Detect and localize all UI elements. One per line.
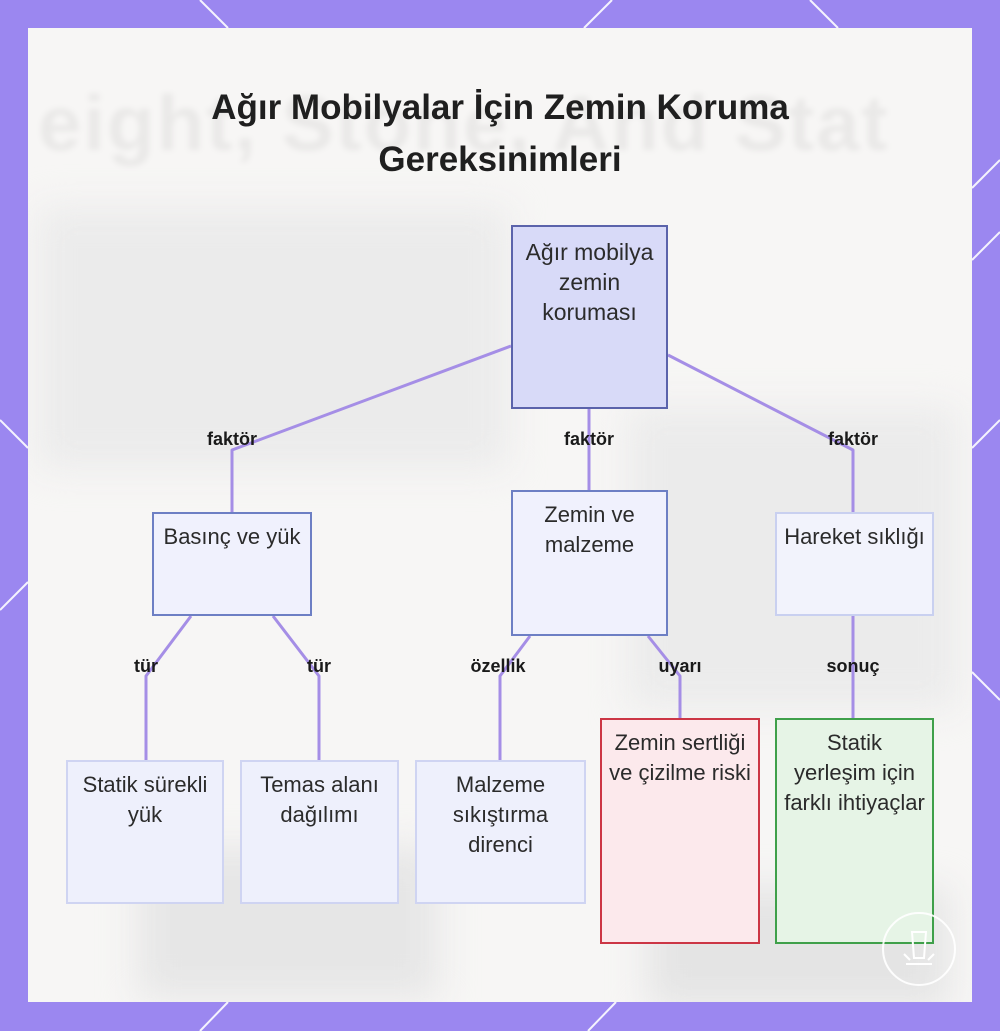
node-contact-area: Temas alanı dağılımı [240,760,399,904]
edge-label-type-right: tür [307,656,331,677]
edge-root-movement [668,355,853,512]
node-compression-resistance: Malzeme sıkıştırma direnci [415,760,586,904]
node-floor-material-label: Zemin ve malzeme [519,500,660,560]
node-hardness-scratch-risk: Zemin sertliği ve çizilme riski [600,718,760,944]
edge-label-result: sonuç [826,656,879,677]
node-contact-area-label: Temas alanı dağılımı [248,770,391,830]
node-movement-frequency: Hareket sıklığı [775,512,934,616]
edge-label-factor-right: faktör [828,429,878,450]
node-pressure-load-label: Basınç ve yük [164,522,301,552]
node-compression-resistance-label: Malzeme sıkıştırma direnci [423,770,578,860]
node-static-load-label: Statik sürekli yük [74,770,216,830]
edge-pressure-contact [273,616,319,760]
edge-label-factor-left: faktör [207,429,257,450]
edge-root-pressure [232,346,511,512]
edge-floor-compression [500,636,530,760]
node-static-placement-needs: Statik yerleşim için farklı ihtiyaçlar [775,718,934,944]
node-floor-material: Zemin ve malzeme [511,490,668,636]
node-hardness-scratch-risk-label: Zemin sertliği ve çizilme riski [608,728,752,788]
node-root-label: Ağır mobilya zemin koruması [519,237,660,327]
node-root: Ağır mobilya zemin koruması [511,225,668,409]
edge-label-factor-center: faktör [564,429,614,450]
edge-label-warning: uyarı [658,656,701,677]
node-pressure-load: Basınç ve yük [152,512,312,616]
edge-pressure-static [146,616,191,760]
cup-icon [884,914,954,984]
edge-label-property: özellik [470,656,525,677]
edge-floor-hardness [648,636,680,718]
node-movement-frequency-label: Hareket sıklığı [784,522,925,552]
edge-label-type-left: tür [134,656,158,677]
node-static-load: Statik sürekli yük [66,760,224,904]
logo-badge-icon [882,912,956,986]
node-static-placement-needs-label: Statik yerleşim için farklı ihtiyaçlar [783,728,926,818]
